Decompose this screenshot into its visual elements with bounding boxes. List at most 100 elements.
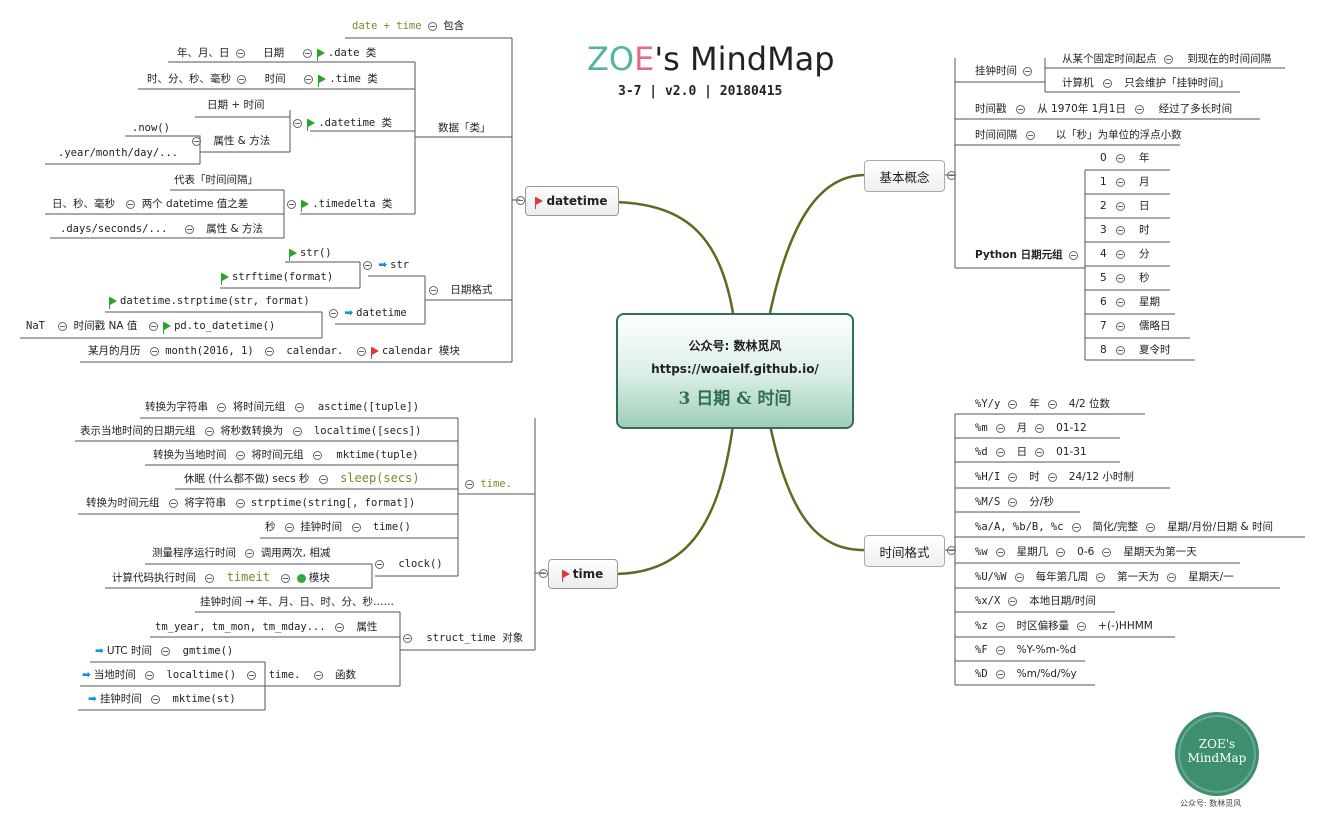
collapse-icon[interactable] [1163, 54, 1173, 64]
collapse-icon[interactable] [247, 670, 257, 680]
collapse-icon[interactable] [329, 308, 338, 318]
node-wall-c[interactable]: 计算机 只会维护「挂钟时间」 [1062, 77, 1230, 89]
collapse-icon[interactable] [427, 21, 437, 31]
branch-time[interactable]: time [548, 559, 618, 589]
collapse-icon[interactable] [245, 548, 255, 558]
collapse-icon[interactable] [995, 447, 1005, 457]
collapse-icon[interactable] [1008, 472, 1018, 482]
collapse-icon[interactable] [151, 694, 161, 704]
collapse-icon[interactable] [335, 622, 345, 632]
node-time-fn[interactable]: 秒 挂钟时间 time() [265, 521, 411, 533]
collapse-icon[interactable] [995, 645, 1005, 655]
collapse-icon[interactable] [1035, 447, 1045, 457]
node-mktime[interactable]: 转换为当地时间 将时间元组 mktime(tuple) [153, 449, 419, 461]
collapse-icon[interactable] [1069, 250, 1079, 260]
collapse-icon[interactable] [1047, 399, 1057, 409]
collapse-icon[interactable] [168, 498, 178, 508]
branch-formats[interactable]: 时间格式 [864, 535, 945, 567]
format-row[interactable]: %D%m/%d/%y [975, 668, 1077, 680]
collapse-icon[interactable] [1008, 497, 1018, 507]
collapse-icon[interactable] [995, 669, 1005, 679]
node-time-class[interactable]: 时、分、秒、毫秒 时间 .time 类 [147, 73, 378, 87]
collapse-icon[interactable] [184, 224, 194, 234]
collapse-icon[interactable] [204, 426, 214, 436]
collapse-icon[interactable] [539, 569, 548, 578]
node-date-class[interactable]: 年、月、日 日期 .date 类 [177, 47, 377, 61]
node-strftime[interactable]: strftime(format) [221, 270, 333, 285]
collapse-icon[interactable] [1008, 596, 1018, 606]
node-to-datetime[interactable]: ➡datetime [326, 306, 407, 320]
collapse-icon[interactable] [145, 670, 155, 680]
node-struct-time[interactable]: struct_time 对象 [400, 631, 523, 645]
node-date-format[interactable]: 日期格式 [426, 283, 492, 297]
collapse-icon[interactable] [363, 260, 372, 270]
node-now[interactable]: .now() [132, 122, 170, 134]
node-interval[interactable]: 时间间隔 以「秒」为单位的浮点小数 [975, 129, 1182, 141]
collapse-icon[interactable] [292, 426, 302, 436]
collapse-icon[interactable] [302, 48, 312, 58]
collapse-icon[interactable] [1071, 522, 1081, 532]
node-localtime-struct[interactable]: ➡当地时间 localtime() time. 函数 [82, 669, 357, 681]
collapse-icon[interactable] [1116, 201, 1125, 211]
collapse-icon[interactable] [304, 74, 314, 84]
central-topic[interactable]: 公众号: 数林觅风 https://woaielf.github.io/ 3 日… [616, 313, 854, 429]
node-timedelta-props[interactable]: .days/seconds/... 属性 & 方法 [60, 223, 264, 235]
collapse-icon[interactable] [1116, 225, 1125, 235]
collapse-icon[interactable] [995, 423, 1005, 433]
collapse-icon[interactable] [1102, 78, 1112, 88]
node-asctime[interactable]: 转换为字符串 将时间元组 asctime([tuple]) [145, 401, 420, 413]
collapse-icon[interactable] [318, 474, 328, 484]
collapse-icon[interactable] [995, 547, 1005, 557]
node-gmtime[interactable]: ➡UTC 时间 gmtime() [95, 645, 234, 657]
collapse-icon[interactable] [126, 199, 136, 209]
collapse-icon[interactable] [265, 346, 275, 356]
node-mktime-struct[interactable]: ➡挂钟时间 mktime(st) [88, 693, 236, 705]
node-timeit[interactable]: 计算代码执行时间 timeit 模块 [112, 570, 330, 584]
collapse-icon[interactable] [516, 196, 525, 205]
collapse-icon[interactable] [1135, 104, 1145, 114]
collapse-icon[interactable] [1035, 423, 1045, 433]
collapse-icon[interactable] [1146, 522, 1156, 532]
collapse-icon[interactable] [1008, 399, 1018, 409]
collapse-icon[interactable] [281, 573, 291, 583]
collapse-icon[interactable] [1167, 572, 1177, 582]
node-datetime-desc[interactable]: 日期 + 时间 [207, 99, 265, 111]
collapse-icon[interactable] [1023, 66, 1033, 76]
branch-datetime[interactable]: datetime [525, 186, 619, 216]
node-to-str[interactable]: ➡str [360, 258, 409, 272]
collapse-icon[interactable] [287, 199, 296, 209]
collapse-icon[interactable] [205, 573, 215, 583]
collapse-icon[interactable] [313, 450, 323, 460]
collapse-icon[interactable] [161, 646, 171, 656]
node-pd-to-datetime[interactable]: NaT 时间戳 NA 值 pd.to_datetime() [26, 320, 276, 334]
collapse-icon[interactable] [1015, 104, 1025, 114]
collapse-icon[interactable] [1116, 321, 1125, 331]
collapse-icon[interactable] [148, 321, 158, 331]
collapse-icon[interactable] [1047, 472, 1057, 482]
collapse-icon[interactable] [375, 559, 384, 569]
collapse-icon[interactable] [237, 74, 247, 84]
branch-concepts[interactable]: 基本概念 [864, 160, 945, 192]
collapse-icon[interactable] [1014, 572, 1024, 582]
node-ymd[interactable]: .year/month/day/... [58, 147, 179, 159]
collapse-icon[interactable] [1116, 153, 1125, 163]
collapse-icon[interactable] [235, 48, 245, 58]
collapse-icon[interactable] [995, 621, 1005, 631]
collapse-icon[interactable] [1096, 572, 1106, 582]
collapse-icon[interactable] [947, 546, 956, 555]
node-calendar[interactable]: 某月的月历 month(2016, 1) calendar. calendar … [88, 345, 460, 359]
